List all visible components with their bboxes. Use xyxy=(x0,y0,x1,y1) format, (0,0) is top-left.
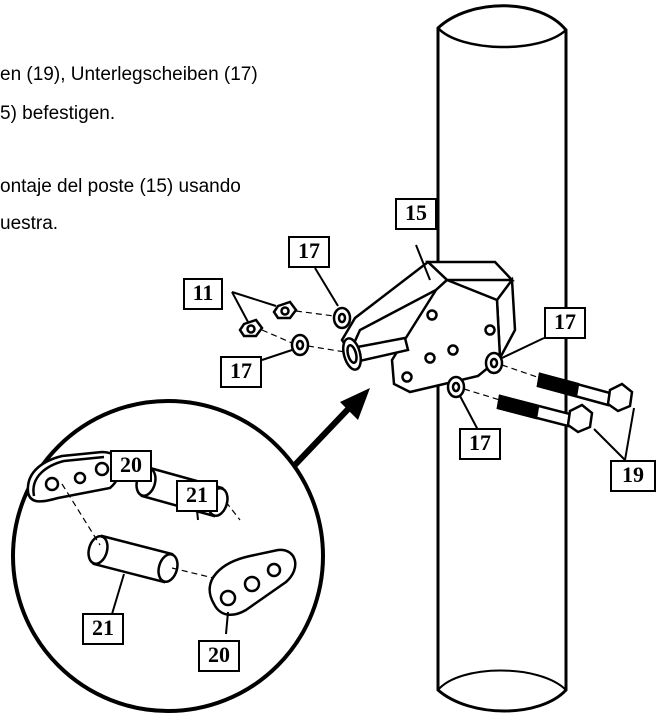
bolt-axis-lines xyxy=(261,310,541,401)
detail-magnifier xyxy=(11,399,325,713)
instruction-es-line2: uestra. xyxy=(0,213,59,234)
callout-17-upper-left: 17 xyxy=(288,236,330,268)
bolt-upper xyxy=(536,372,634,413)
washer-lower-left xyxy=(290,333,310,357)
nut-upper xyxy=(272,300,298,320)
washer-upper-left xyxy=(332,306,352,330)
washer-lower-right xyxy=(446,375,466,399)
leader-lines xyxy=(231,244,635,461)
callout-21-bottom: 21 xyxy=(82,613,124,645)
callout-11: 11 xyxy=(183,278,223,310)
spacer-bottom xyxy=(87,534,179,584)
instruction-de-line2: 5) befestigen. xyxy=(0,103,116,124)
callout-20-bottom: 20 xyxy=(198,640,240,672)
bolt-lower xyxy=(496,394,594,434)
post-bracket xyxy=(340,260,517,394)
callout-19: 19 xyxy=(610,460,656,492)
callout-15: 15 xyxy=(395,198,437,230)
callout-17-right: 17 xyxy=(544,307,586,339)
callout-17-lower-right: 17 xyxy=(459,428,501,460)
callout-21-top: 21 xyxy=(176,480,218,512)
nut-lower xyxy=(238,318,264,338)
washer-right xyxy=(484,351,504,375)
callout-20-top: 20 xyxy=(110,450,152,482)
instruction-es-line1: ontaje del poste (15) usando xyxy=(0,176,241,197)
instruction-de-line1: en (19), Unterlegscheiben (17) xyxy=(0,64,258,85)
plate-bottom xyxy=(208,548,297,617)
callout-17-lower-left: 17 xyxy=(220,356,262,388)
detail-arrow xyxy=(289,388,370,471)
